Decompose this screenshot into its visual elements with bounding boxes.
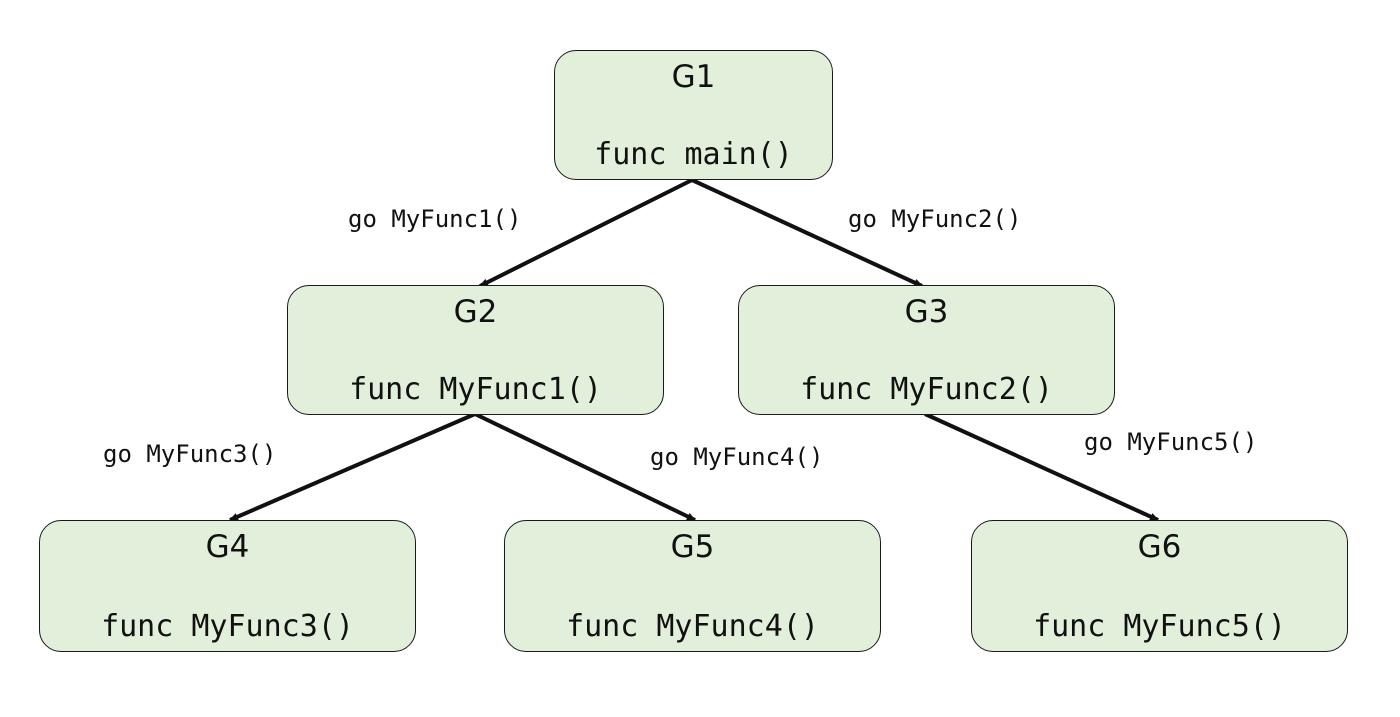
- edge-label-g3-g6: go MyFunc5(): [1084, 428, 1258, 456]
- node-function: func MyFunc5(): [1033, 609, 1286, 644]
- edge-g1-g2: [479, 178, 693, 288]
- edge-g3-g6: [924, 412, 1159, 522]
- node-function: func MyFunc3(): [101, 609, 354, 644]
- node-function: func main(): [594, 137, 793, 172]
- node-g5: G5 func MyFunc4(): [504, 520, 881, 652]
- edge-label-g2-g5: go MyFunc4(): [650, 443, 824, 471]
- edge-label-g1-g3: go MyFunc2(): [848, 205, 1022, 233]
- node-id: G1: [671, 59, 716, 95]
- edge-g1-g3: [691, 178, 923, 288]
- edge-g2-g4: [229, 412, 476, 522]
- node-id: G5: [670, 529, 715, 565]
- node-id: G2: [453, 294, 498, 330]
- edge-label-g2-g4: go MyFunc3(): [103, 440, 277, 468]
- node-function: func MyFunc1(): [349, 372, 602, 407]
- node-g3: G3 func MyFunc2(): [738, 285, 1115, 415]
- node-function: func MyFunc2(): [800, 372, 1053, 407]
- node-id: G4: [205, 529, 250, 565]
- node-g4: G4 func MyFunc3(): [39, 520, 416, 652]
- node-id: G6: [1137, 529, 1182, 565]
- node-function: func MyFunc4(): [566, 609, 819, 644]
- node-g1: G1 func main(): [554, 50, 833, 180]
- node-id: G3: [904, 294, 949, 330]
- node-g2: G2 func MyFunc1(): [287, 285, 664, 415]
- edge-label-g1-g2: go MyFunc1(): [348, 205, 522, 233]
- edge-g2-g5: [474, 412, 696, 522]
- node-g6: G6 func MyFunc5(): [971, 520, 1348, 652]
